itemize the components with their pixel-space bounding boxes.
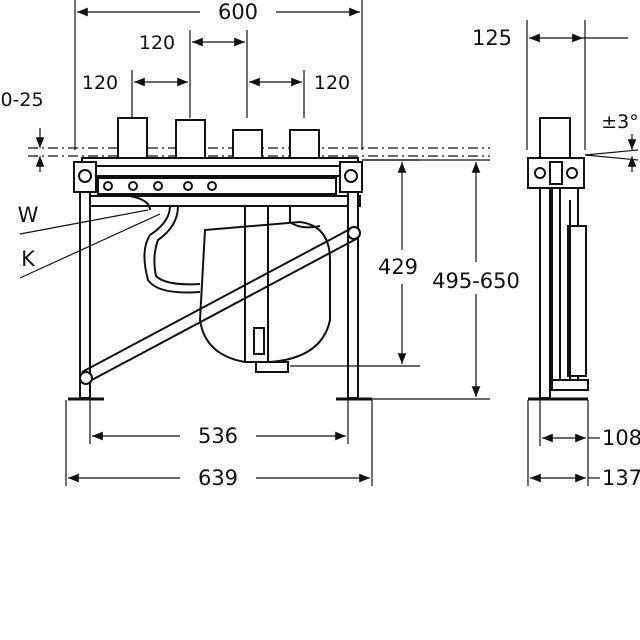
dim-429: 429 — [290, 159, 420, 367]
side-view: 125 ±3° — [472, 20, 640, 490]
right-adjuster — [339, 161, 363, 193]
dim-tilt: ±3° — [584, 111, 639, 172]
mounting-plate — [81, 157, 359, 195]
legs — [68, 191, 372, 401]
dim-120-center: 120 — [139, 32, 245, 54]
dim-600: 600 — [77, 0, 360, 24]
dim-120-right: 120 — [249, 72, 350, 94]
dim-120-center-label: 120 — [139, 32, 175, 54]
dim-125-label: 125 — [472, 26, 512, 50]
dim-137: 137 — [527, 400, 640, 490]
diagonal-brace — [79, 226, 361, 385]
label-k: K — [19, 213, 161, 279]
dim-137-label: 137 — [602, 466, 640, 490]
dim-108-label: 108 — [602, 426, 640, 450]
label-w: W — [18, 203, 149, 235]
left-adjuster — [73, 161, 97, 193]
front-view: 600 120 120 120 0-25 — [0, 0, 520, 490]
dim-120-left-label: 120 — [82, 72, 118, 94]
label-w-text: W — [18, 203, 39, 227]
dim-495-650: 495-650 — [362, 159, 520, 400]
dim-536: 536 — [89, 400, 349, 448]
dim-tilt-label: ±3° — [601, 111, 639, 133]
supply-pipes — [129, 195, 201, 294]
dim-120-right-label: 120 — [314, 72, 350, 94]
dim-125: 125 — [472, 20, 628, 150]
dim-495-650-label: 495-650 — [432, 269, 520, 293]
dim-429-label: 429 — [378, 255, 418, 279]
dim-536-label: 536 — [198, 424, 238, 448]
dim-600-label: 600 — [218, 0, 258, 24]
dim-0-25: 0-25 — [0, 89, 490, 172]
dim-120-left: 120 — [82, 72, 188, 94]
dim-639-label: 639 — [198, 466, 238, 490]
side-frame — [528, 187, 589, 401]
cross-bar — [79, 195, 361, 207]
pipe-stubs — [117, 117, 320, 159]
side-pipe-stub — [539, 117, 571, 159]
label-k-text: K — [21, 247, 36, 271]
dim-0-25-label: 0-25 — [0, 89, 43, 111]
flush-tank — [198, 206, 331, 373]
dim-639: 639 — [65, 400, 373, 490]
dim-108: 108 — [539, 400, 640, 486]
